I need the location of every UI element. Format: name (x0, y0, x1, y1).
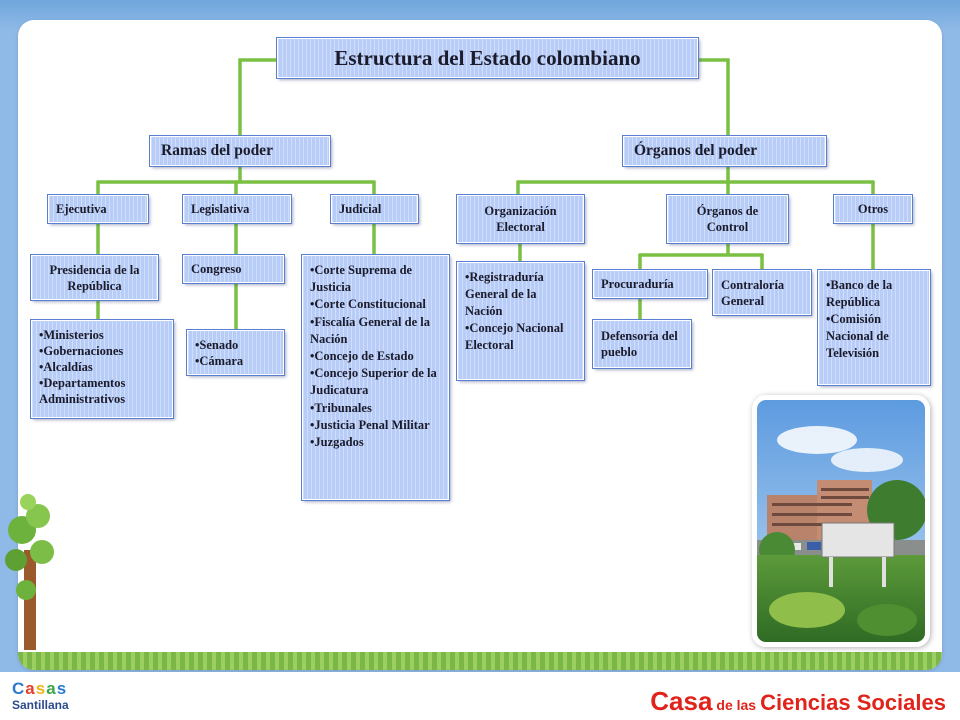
node-otros-list: Banco de la República Comisión Nacional … (817, 269, 931, 386)
list-item: Concejo de Estado (310, 348, 441, 365)
list-item: Concejo Nacional Electoral (465, 320, 576, 354)
casas-santillana-logo: Casas Santillana (12, 680, 82, 716)
list-item: Gobernaciones (39, 343, 165, 359)
list-item: Departamentos Administrativos (39, 375, 165, 407)
building-photo-illustration (757, 400, 925, 642)
logo-santillana-text: Santillana (12, 698, 69, 712)
node-legislativa-list: Senado Cámara (186, 329, 285, 376)
logo-letter: s (56, 679, 68, 698)
list-item: Corte Constitucional (310, 296, 441, 313)
node-otros: Otros (833, 194, 913, 224)
node-procuraduria: Procuraduría (592, 269, 708, 299)
list-item: Fiscalía General de la Nación (310, 314, 441, 348)
tree-decoration (5, 494, 54, 650)
node-judicial-list: Corte Suprema de Justicia Corte Constitu… (301, 254, 450, 501)
brand-de-las: de las (716, 697, 757, 713)
list-item: Senado (195, 337, 243, 353)
node-organos-del-poder: Órganos del poder (622, 135, 827, 167)
node-judicial: Judicial (330, 194, 419, 224)
list-item: Justicia Penal Militar (310, 417, 441, 434)
logo-letter: a (25, 679, 36, 698)
list-item: Registraduría General de la Nación (465, 269, 576, 320)
brand-ciencias-sociales: Ciencias Sociales (760, 690, 946, 715)
list-item: Ministerios (39, 327, 165, 343)
list-item: Banco de la República (826, 277, 922, 311)
list-item: Juzgados (310, 434, 441, 451)
list-item: Comisión Nacional de Televisión (826, 311, 922, 362)
list-item: Tribunales (310, 400, 441, 417)
node-ejecutiva-list: Ministerios Gobernaciones Alcaldías Depa… (30, 319, 174, 419)
node-contraloria: Contraloría General (712, 269, 812, 316)
list-item: Alcaldías (39, 359, 165, 375)
node-ejecutiva: Ejecutiva (47, 194, 149, 224)
node-organos-de-control: Órganos de Control (666, 194, 789, 244)
list-item: Concejo Superior de la Judicatura (310, 365, 441, 399)
brand-casa: Casa (650, 686, 713, 716)
building-photo (752, 395, 930, 647)
node-defensoria: Defensoría del pueblo (592, 319, 692, 369)
node-electoral-list: Registraduría General de la Nación Conce… (456, 261, 585, 381)
chart-title: Estructura del Estado colombiano (276, 37, 699, 79)
logo-letter: a (46, 679, 57, 698)
logo-letter: C (12, 679, 26, 698)
grass-strip (18, 652, 942, 670)
footer-band (0, 672, 960, 720)
node-ramas-del-poder: Ramas del poder (149, 135, 331, 167)
logo-letter: s (35, 679, 47, 698)
node-congreso: Congreso (182, 254, 285, 284)
node-organizacion-electoral: Organización Electoral (456, 194, 585, 244)
node-legislativa: Legislativa (182, 194, 292, 224)
list-item: Cámara (195, 353, 243, 369)
node-presidencia: Presidencia de la República (30, 254, 159, 301)
list-item: Corte Suprema de Justicia (310, 262, 441, 296)
